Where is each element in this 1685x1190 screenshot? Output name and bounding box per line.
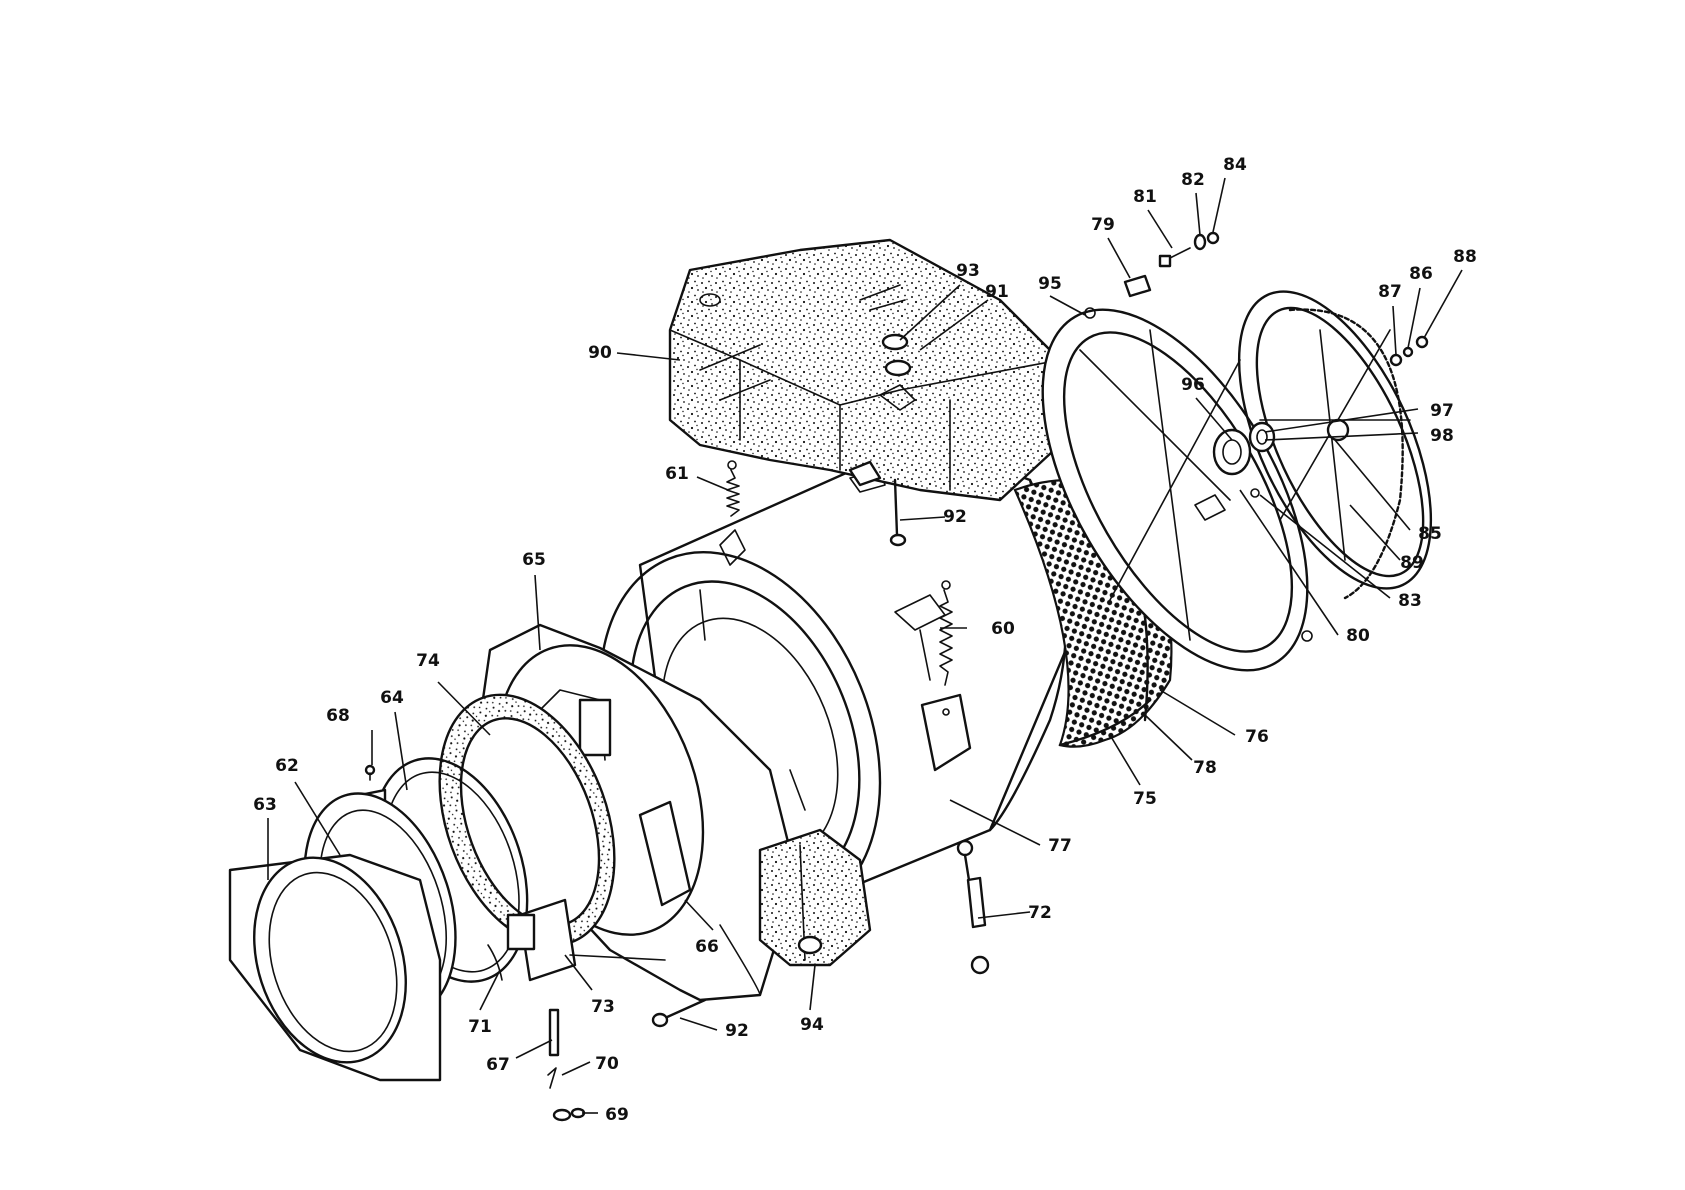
callout-60: 60 [991,619,1015,639]
callout-64: 64 [380,688,404,708]
bolt-92-top [889,478,907,547]
callout-77: 77 [1048,836,1072,856]
callout-70: 70 [595,1054,619,1074]
callout-61: 61 [665,464,689,484]
spring-61 [726,460,740,517]
callout-labels: 60 61 62 63 64 65 66 67 68 69 70 71 72 7… [253,155,1477,1125]
hardware-top-right [1123,231,1429,367]
bolt-92-bottom [651,998,707,1028]
callout-92-top: 92 [943,507,967,527]
callout-96: 96 [1181,375,1205,395]
callout-87: 87 [1378,282,1402,302]
callout-73: 73 [591,997,615,1017]
callout-71: 71 [468,1017,492,1037]
callout-94: 94 [800,1015,824,1035]
callout-95: 95 [1038,274,1062,294]
outer-door-panel [228,853,442,1082]
callout-88: 88 [1453,247,1477,267]
counterweight-top [668,238,1067,502]
callout-63: 63 [253,795,277,815]
callout-83: 83 [1398,591,1422,611]
spring-60 [939,580,953,686]
callout-76: 76 [1245,727,1269,747]
door-gasket [438,693,616,947]
callout-82: 82 [1181,170,1205,190]
callout-90: 90 [588,343,612,363]
callout-62: 62 [275,756,299,776]
callout-78: 78 [1193,758,1217,778]
callout-72: 72 [1028,903,1052,923]
callout-93: 93 [956,261,980,281]
callout-84: 84 [1223,155,1247,175]
callout-81: 81 [1133,187,1157,207]
callout-91: 91 [985,282,1009,302]
callout-66: 66 [695,937,719,957]
callout-67: 67 [486,1055,510,1075]
callout-69: 69 [605,1105,629,1125]
callout-89: 89 [1400,553,1424,573]
callout-79: 79 [1091,215,1115,235]
callout-80: 80 [1346,626,1370,646]
callout-74: 74 [416,651,440,671]
callout-97: 97 [1430,401,1454,421]
drive-pulley [1237,290,1433,600]
callout-75: 75 [1133,789,1157,809]
callout-98: 98 [1430,426,1454,446]
callout-65: 65 [522,550,546,570]
leader-lines [267,177,1463,1114]
door-latch [506,898,666,982]
bearing-seal [1194,421,1276,521]
front-counterweight [758,828,872,967]
callout-86: 86 [1409,264,1433,284]
shock-absorber [956,839,990,975]
callout-68: 68 [326,706,350,726]
callout-85: 85 [1418,524,1442,544]
callout-92-bottom: 92 [725,1021,749,1041]
